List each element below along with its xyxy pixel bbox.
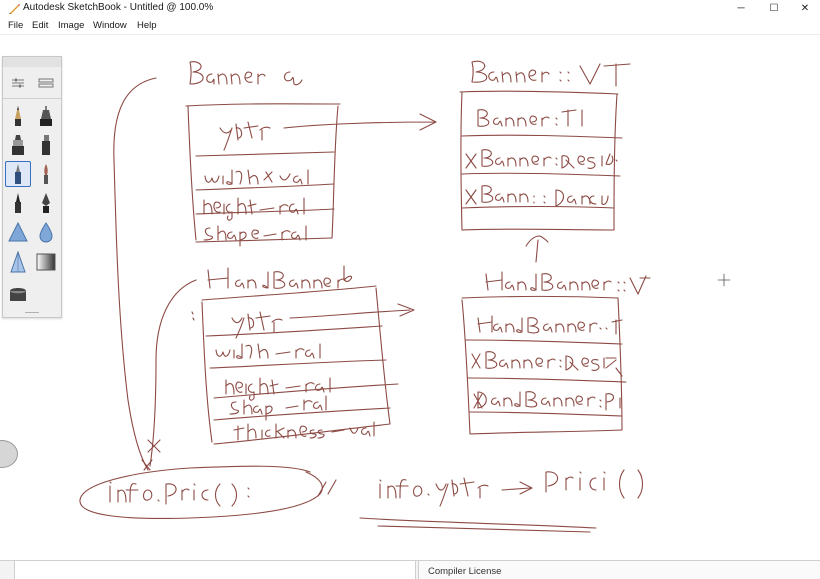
sketch-connector-inner-curve bbox=[149, 279, 197, 467]
handwriting-handbanner-b bbox=[207, 265, 353, 289]
fountain-pen-icon bbox=[42, 193, 50, 213]
bottom-panel: Compiler License bbox=[0, 560, 820, 579]
airbrush-icon bbox=[8, 221, 28, 242]
tool-ballpoint-pen[interactable] bbox=[5, 161, 31, 187]
menu-file[interactable]: File bbox=[8, 20, 24, 31]
sketch-stray-mark bbox=[191, 311, 195, 321]
menu-edit[interactable]: Edit bbox=[32, 20, 49, 31]
handwriting-banner-vt bbox=[471, 60, 631, 87]
gradient-fill-icon bbox=[36, 253, 56, 271]
tool-marker[interactable] bbox=[5, 132, 31, 158]
sketch-connector-x bbox=[141, 439, 161, 471]
tool-gradient-fill[interactable] bbox=[33, 249, 59, 275]
water-drop-icon bbox=[39, 222, 53, 243]
handwriting-banner-a bbox=[189, 61, 303, 86]
palette-drag-handle[interactable] bbox=[3, 57, 61, 67]
tab-brush-settings[interactable] bbox=[7, 76, 29, 90]
pencil-icon bbox=[15, 106, 21, 126]
eraser-icon bbox=[10, 288, 26, 301]
bottom-left-pane bbox=[14, 561, 416, 579]
sketch-inheritance-arrow bbox=[525, 235, 549, 263]
tool-eraser[interactable] bbox=[5, 281, 31, 307]
sketchbook-app-icon bbox=[9, 4, 20, 14]
menu-window[interactable]: Window bbox=[93, 20, 127, 31]
minimize-button[interactable]: ─ bbox=[724, 0, 758, 16]
palette-resize-grip[interactable] bbox=[25, 312, 39, 315]
tool-fountain-pen[interactable] bbox=[33, 190, 59, 216]
brush-settings-icon bbox=[12, 78, 24, 88]
handwriting-handbanner-vt bbox=[485, 271, 651, 295]
tool-technical-pen[interactable] bbox=[33, 103, 59, 129]
tool-ink-pen[interactable] bbox=[5, 190, 31, 216]
paintbrush-icon bbox=[44, 164, 48, 184]
sketch-table-banner-a bbox=[185, 103, 341, 247]
sketch-connector-left-curve bbox=[113, 77, 157, 471]
tool-water-drop[interactable] bbox=[33, 219, 59, 245]
window-title: Autodesk SketchBook - Untitled @ 100.0% bbox=[23, 2, 214, 13]
brush-palette bbox=[2, 56, 62, 318]
menu-bar: File Edit Image Window Help bbox=[0, 17, 820, 35]
ballpoint-pen-icon bbox=[15, 164, 21, 184]
marker-icon bbox=[12, 135, 24, 155]
maximize-icon: ☐ bbox=[769, 2, 779, 14]
menu-help[interactable]: Help bbox=[137, 20, 157, 31]
tool-pencil[interactable] bbox=[5, 103, 31, 129]
tool-airbrush[interactable] bbox=[5, 219, 31, 245]
handwriting-info-vptr-price bbox=[359, 469, 644, 533]
tool-smudge[interactable] bbox=[5, 249, 31, 275]
close-button[interactable]: ✕ bbox=[790, 0, 820, 16]
brush-library-icon bbox=[38, 78, 54, 88]
sketch-table-handbanner-vt bbox=[461, 295, 627, 435]
sketch-table-banner-vt bbox=[459, 90, 623, 231]
bottom-right-pane: Compiler License bbox=[418, 561, 820, 579]
tool-paintbrush[interactable] bbox=[33, 161, 59, 187]
compiler-license-label[interactable]: Compiler License bbox=[428, 566, 502, 577]
smudge-icon bbox=[10, 251, 26, 273]
canvas-crosshair-icon bbox=[717, 273, 731, 287]
tool-felt-pen[interactable] bbox=[33, 132, 59, 158]
handwriting-info-price-call bbox=[79, 465, 337, 520]
felt-pen-icon bbox=[42, 135, 50, 155]
palette-tabs bbox=[3, 68, 61, 99]
sketch-arrow-vptr-1 bbox=[283, 113, 437, 131]
tab-brush-library[interactable] bbox=[35, 76, 57, 90]
close-icon: ✕ bbox=[800, 2, 810, 14]
minimize-icon: ─ bbox=[737, 2, 745, 14]
technical-pen-icon bbox=[40, 106, 52, 126]
sketch-table-handbanner-b bbox=[201, 285, 415, 445]
sketch-strokes bbox=[79, 60, 731, 533]
maximize-button[interactable]: ☐ bbox=[757, 0, 791, 16]
ink-pen-icon bbox=[15, 193, 21, 213]
menu-image[interactable]: Image bbox=[58, 20, 85, 31]
title-bar: Autodesk SketchBook - Untitled @ 100.0% … bbox=[0, 0, 820, 16]
